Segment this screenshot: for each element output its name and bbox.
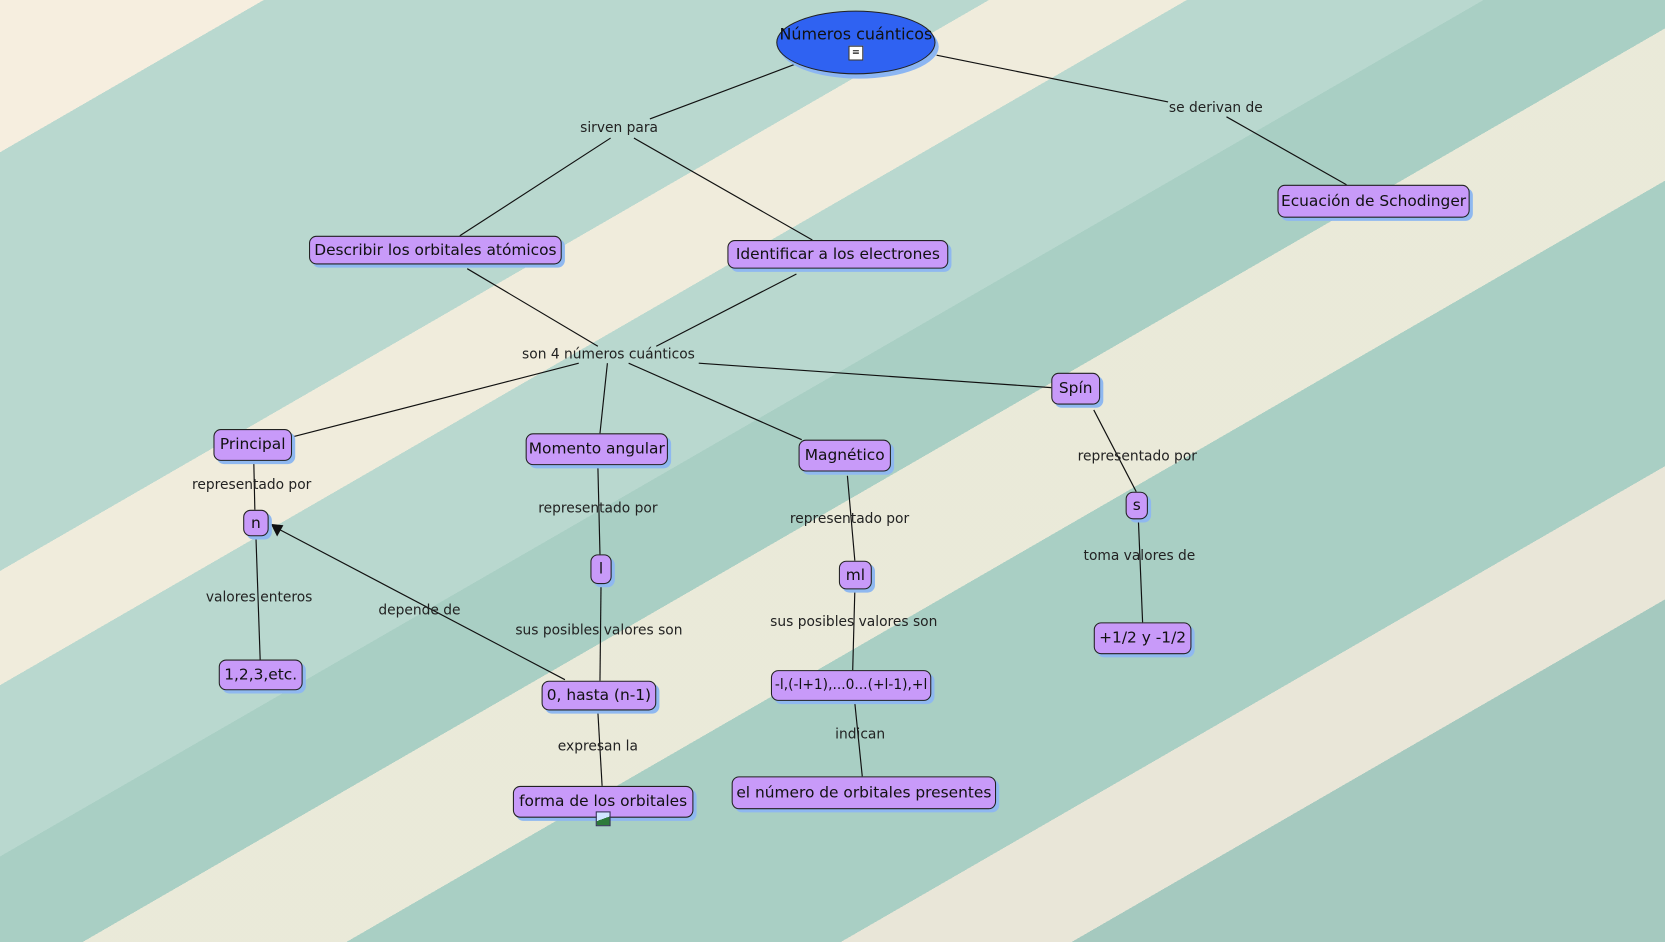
link-sirven-para: sirven para [580, 120, 659, 137]
node-principal[interactable]: Principal [213, 429, 293, 461]
link-posibles-valores: sus posibles valores son [515, 622, 683, 639]
node-s-valores[interactable]: +1/2 y -1/2 [1093, 622, 1192, 655]
link-representado-por: representado por [1077, 448, 1197, 465]
node-n[interactable]: n [243, 509, 269, 537]
node-numero-orbitales[interactable]: el número de orbitales presentes [731, 776, 997, 810]
link-representado-por: representado por [538, 500, 658, 517]
node-label: Números cuánticos [779, 24, 933, 44]
link-depende-de: depende de [378, 602, 461, 619]
link-indican: indican [835, 726, 886, 743]
node-enteros[interactable]: 1,2,3,etc. [218, 659, 303, 691]
link-representado-por: representado por [192, 477, 312, 494]
link-se-derivan-de: se derivan de [1168, 100, 1263, 117]
node-spin[interactable]: Spín [1051, 372, 1101, 405]
link-expresan-la: expresan la [557, 738, 638, 755]
link-valores-enteros: valores enteros [205, 589, 313, 606]
node-forma[interactable]: forma de los orbitales [512, 785, 694, 818]
node-ml[interactable]: ml [838, 560, 872, 590]
node-describir[interactable]: Describir los orbitales atómicos [309, 235, 562, 265]
document-resource-icon[interactable]: ≡ [848, 45, 864, 61]
node-l[interactable]: l [590, 554, 612, 585]
link-son-4: son 4 números cuánticos [522, 346, 695, 363]
node-hasta[interactable]: 0, hasta (n-1) [541, 680, 657, 711]
link-toma-valores: toma valores de [1083, 548, 1196, 565]
image-resource-icon[interactable] [595, 811, 611, 827]
node-momento-angular[interactable]: Momento angular [525, 433, 668, 466]
node-identificar[interactable]: Identificar a los electrones [727, 240, 949, 269]
node-ml-valores[interactable]: -l,(-l+1),...0...(+l-1),+l [770, 670, 932, 701]
link-representado-por: representado por [789, 511, 910, 528]
node-s[interactable]: s [1125, 491, 1148, 520]
node-ecuacion[interactable]: Ecuación de Schodinger [1277, 184, 1470, 218]
arrow-head-icon [270, 523, 284, 537]
link-posibles-valores: sus posibles valores son [770, 614, 938, 631]
node-magnetico[interactable]: Magnético [798, 439, 891, 472]
node-numeros-cuanticos[interactable]: Números cuánticos ≡ [776, 10, 936, 75]
